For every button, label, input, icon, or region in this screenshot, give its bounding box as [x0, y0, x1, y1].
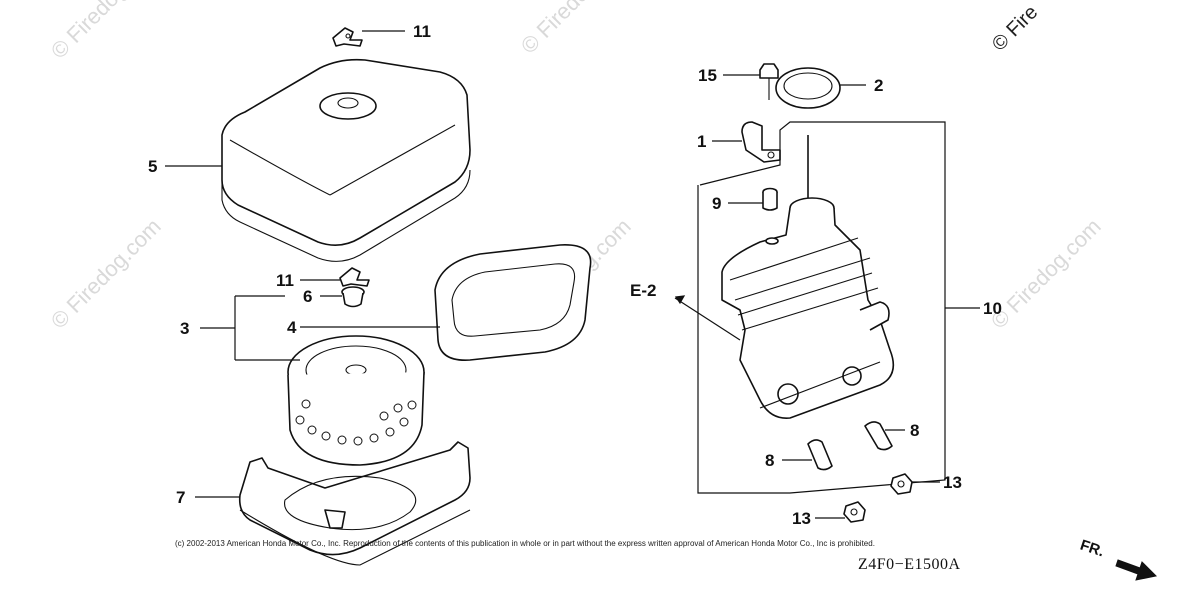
- right-leader-lines: [674, 74, 980, 519]
- callout-5: 5: [148, 157, 157, 176]
- grommet-part-6: [341, 286, 365, 308]
- foam-element-part-4: [434, 244, 592, 361]
- clip-part-11-top: [332, 27, 363, 47]
- callout-15: 15: [698, 66, 717, 85]
- callout-8-lower: 8: [765, 451, 774, 470]
- left-leader-lines: [165, 30, 440, 498]
- front-direction-arrow-icon: [1115, 559, 1158, 581]
- callout-6: 6: [303, 287, 312, 306]
- elbow-part-10: [721, 135, 895, 419]
- drawing-number: Z4F0−E1500A: [858, 556, 961, 573]
- callout-7: 7: [176, 488, 185, 507]
- callout-labels: 11 5 11 6 3 4 7 15 2 1 9 E-2 10 8 8 13 1…: [148, 22, 1002, 528]
- paper-element-part-3: [287, 335, 425, 466]
- callout-e2: E-2: [630, 281, 656, 300]
- tube-part-8-upper: [864, 421, 893, 451]
- callout-3: 3: [180, 319, 189, 338]
- callout-13-lower: 13: [792, 509, 811, 528]
- callout-10: 10: [983, 299, 1002, 318]
- air-cleaner-case-part-7: [238, 441, 471, 566]
- callout-11-bottom: 11: [276, 271, 294, 290]
- watermark-5: © Firedog.com: [986, 214, 1106, 334]
- watermark-3: © Firedog.com: [46, 214, 166, 334]
- bracket-part-1: [741, 121, 781, 163]
- nut-part-13-upper: [890, 473, 913, 495]
- clip-part-11-bottom: [339, 267, 370, 287]
- callout-2: 2: [874, 76, 883, 95]
- nut-part-13-lower: [843, 501, 866, 523]
- bolt-part-15: [759, 63, 779, 100]
- callout-9: 9: [712, 194, 721, 213]
- tube-part-8-lower: [807, 439, 833, 471]
- watermark-2: © Firedog.com: [516, 0, 636, 59]
- callout-8-upper: 8: [910, 421, 919, 440]
- callout-1: 1: [697, 132, 706, 151]
- watermark-1: © Firedog.com: [46, 0, 166, 64]
- copyright-notice: (c) 2002-2013 American Honda Motor Co., …: [175, 539, 875, 548]
- callout-11-top: 11: [413, 22, 431, 41]
- callout-13-upper: 13: [943, 473, 962, 492]
- watermark-corner: © Fire: [988, 1, 1042, 55]
- callout-4: 4: [287, 318, 297, 337]
- seal-ring-part-2: [775, 67, 841, 109]
- collar-part-9: [762, 187, 778, 211]
- part-10-group-outline: [697, 121, 946, 494]
- air-cleaner-cover-part-5: [221, 58, 471, 262]
